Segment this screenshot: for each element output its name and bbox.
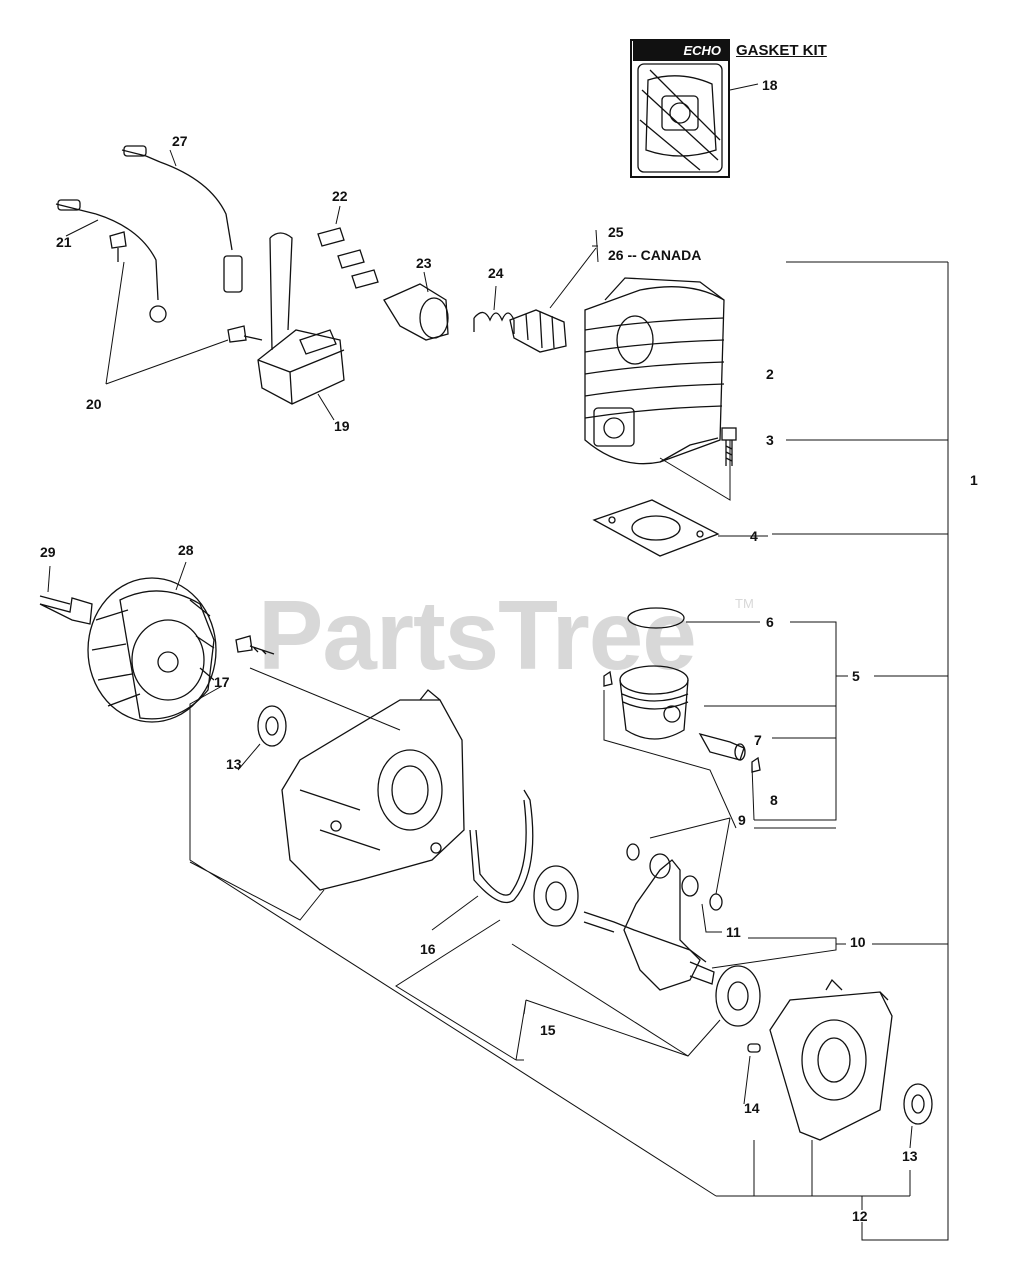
gasket-kit-title: GASKET KIT — [736, 42, 827, 59]
callout-26[interactable]: 26 -- CANADA — [608, 247, 702, 263]
callout-3[interactable]: 3 — [766, 432, 774, 448]
crankcase-left — [281, 689, 465, 891]
callout-25[interactable]: 25 — [608, 224, 624, 240]
dowel-pin — [747, 1043, 761, 1053]
callout-17[interactable]: 17 — [214, 674, 230, 690]
callout-16[interactable]: 16 — [420, 941, 436, 957]
crankcase-gasket — [469, 789, 534, 904]
cylinder — [584, 277, 725, 465]
callout-28[interactable]: 28 — [178, 542, 194, 558]
callout-15[interactable]: 15 — [540, 1022, 556, 1038]
callout-12[interactable]: 12 — [852, 1208, 868, 1224]
callout-18[interactable]: 18 — [762, 77, 778, 93]
stop-switch-wire — [121, 145, 243, 293]
spark-plug-boot — [383, 283, 449, 341]
main-bearing-left — [533, 865, 579, 927]
ground-wire — [55, 199, 167, 323]
circlip-left — [603, 670, 613, 687]
circlip-right — [751, 756, 761, 773]
piston-ring — [627, 607, 685, 629]
callout-4[interactable]: 4 — [750, 528, 758, 544]
callout-20[interactable]: 20 — [86, 396, 102, 412]
flywheel — [87, 577, 217, 723]
callout-1[interactable]: 1 — [970, 472, 978, 488]
gasket-kit-package — [630, 39, 730, 178]
callout-14[interactable]: 14 — [744, 1100, 760, 1116]
echo-logo: ECHO — [633, 41, 729, 61]
oil-seal-right — [903, 1083, 933, 1125]
callout-7[interactable]: 7 — [754, 732, 762, 748]
cylinder-bolt — [721, 427, 737, 466]
callout-13-right[interactable]: 13 — [902, 1148, 918, 1164]
callout-11[interactable]: 11 — [726, 924, 741, 940]
needle-bearing — [681, 875, 699, 897]
watermark-trademark: TM — [735, 596, 754, 611]
base-gasket — [592, 499, 720, 557]
callout-27[interactable]: 27 — [172, 133, 188, 149]
callout-24[interactable]: 24 — [488, 265, 504, 281]
callout-22[interactable]: 22 — [332, 188, 348, 204]
ignition-coil — [257, 232, 345, 405]
piston — [619, 665, 689, 740]
spark-plug — [509, 309, 567, 353]
crankshaft — [583, 853, 715, 991]
thrust-washer-top — [626, 843, 640, 861]
callout-29[interactable]: 29 — [40, 544, 56, 560]
crankcase-right — [769, 978, 893, 1141]
callout-2[interactable]: 2 — [766, 366, 774, 382]
callout-23[interactable]: 23 — [416, 255, 432, 271]
crankcase-screw — [235, 635, 275, 655]
flywheel-nut — [39, 595, 93, 625]
callout-9[interactable]: 9 — [738, 812, 746, 828]
spark-plug-wire — [317, 227, 379, 289]
callout-6[interactable]: 6 — [766, 614, 774, 630]
oil-seal-left — [257, 705, 287, 747]
main-bearing-right — [715, 965, 761, 1027]
callout-19[interactable]: 19 — [334, 418, 350, 434]
callout-5[interactable]: 5 — [852, 668, 860, 684]
callout-10[interactable]: 10 — [850, 934, 866, 950]
leader-lines — [47, 83, 949, 1241]
watermark-brand: PartsTree — [258, 580, 697, 690]
coil-screws — [109, 231, 263, 343]
callout-8[interactable]: 8 — [770, 792, 778, 808]
piston-pin — [698, 732, 746, 761]
callout-21[interactable]: 21 — [56, 234, 72, 250]
spark-plug-spring — [473, 311, 515, 334]
callout-13-left[interactable]: 13 — [226, 756, 242, 772]
thrust-washer-bottom — [709, 893, 723, 911]
